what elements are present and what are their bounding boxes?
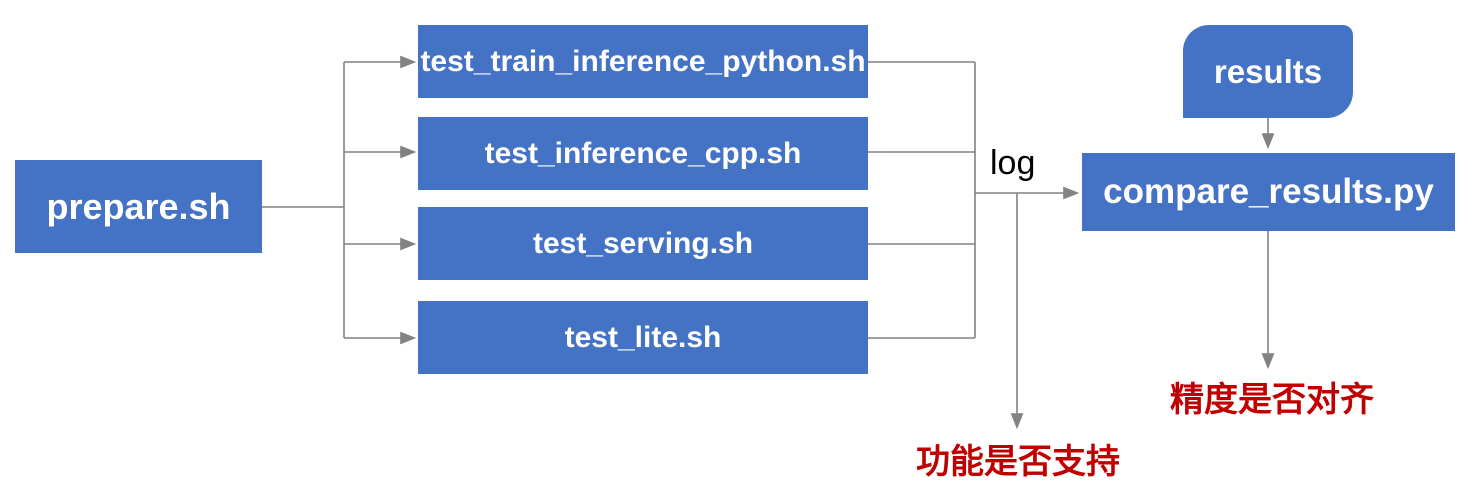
node-test-inference-cpp-label: test_inference_cpp.sh xyxy=(484,136,802,170)
label-function-support: 功能是否支持 xyxy=(916,443,1120,481)
node-prepare-sh-label: prepare.sh xyxy=(46,185,231,227)
node-compare-results-py-label: compare_results.py xyxy=(1103,172,1434,211)
node-test-train-inference-python: test_train_inference_python.sh xyxy=(418,25,868,98)
node-test-serving-label: test_serving.sh xyxy=(532,226,754,260)
node-results: results xyxy=(1183,25,1353,118)
node-test-serving: test_serving.sh xyxy=(418,207,868,280)
node-test-train-inference-python-label: test_train_inference_python.sh xyxy=(420,44,866,78)
node-prepare-sh: prepare.sh xyxy=(15,160,262,253)
node-test-inference-cpp: test_inference_cpp.sh xyxy=(418,117,868,190)
node-test-lite: test_lite.sh xyxy=(418,301,868,374)
node-test-lite-label: test_lite.sh xyxy=(564,320,722,354)
label-precision-aligned: 精度是否对齐 xyxy=(1170,381,1374,419)
node-results-label: results xyxy=(1213,52,1323,90)
node-compare-results-py: compare_results.py xyxy=(1082,153,1455,231)
edge-label-log: log xyxy=(990,144,1036,182)
